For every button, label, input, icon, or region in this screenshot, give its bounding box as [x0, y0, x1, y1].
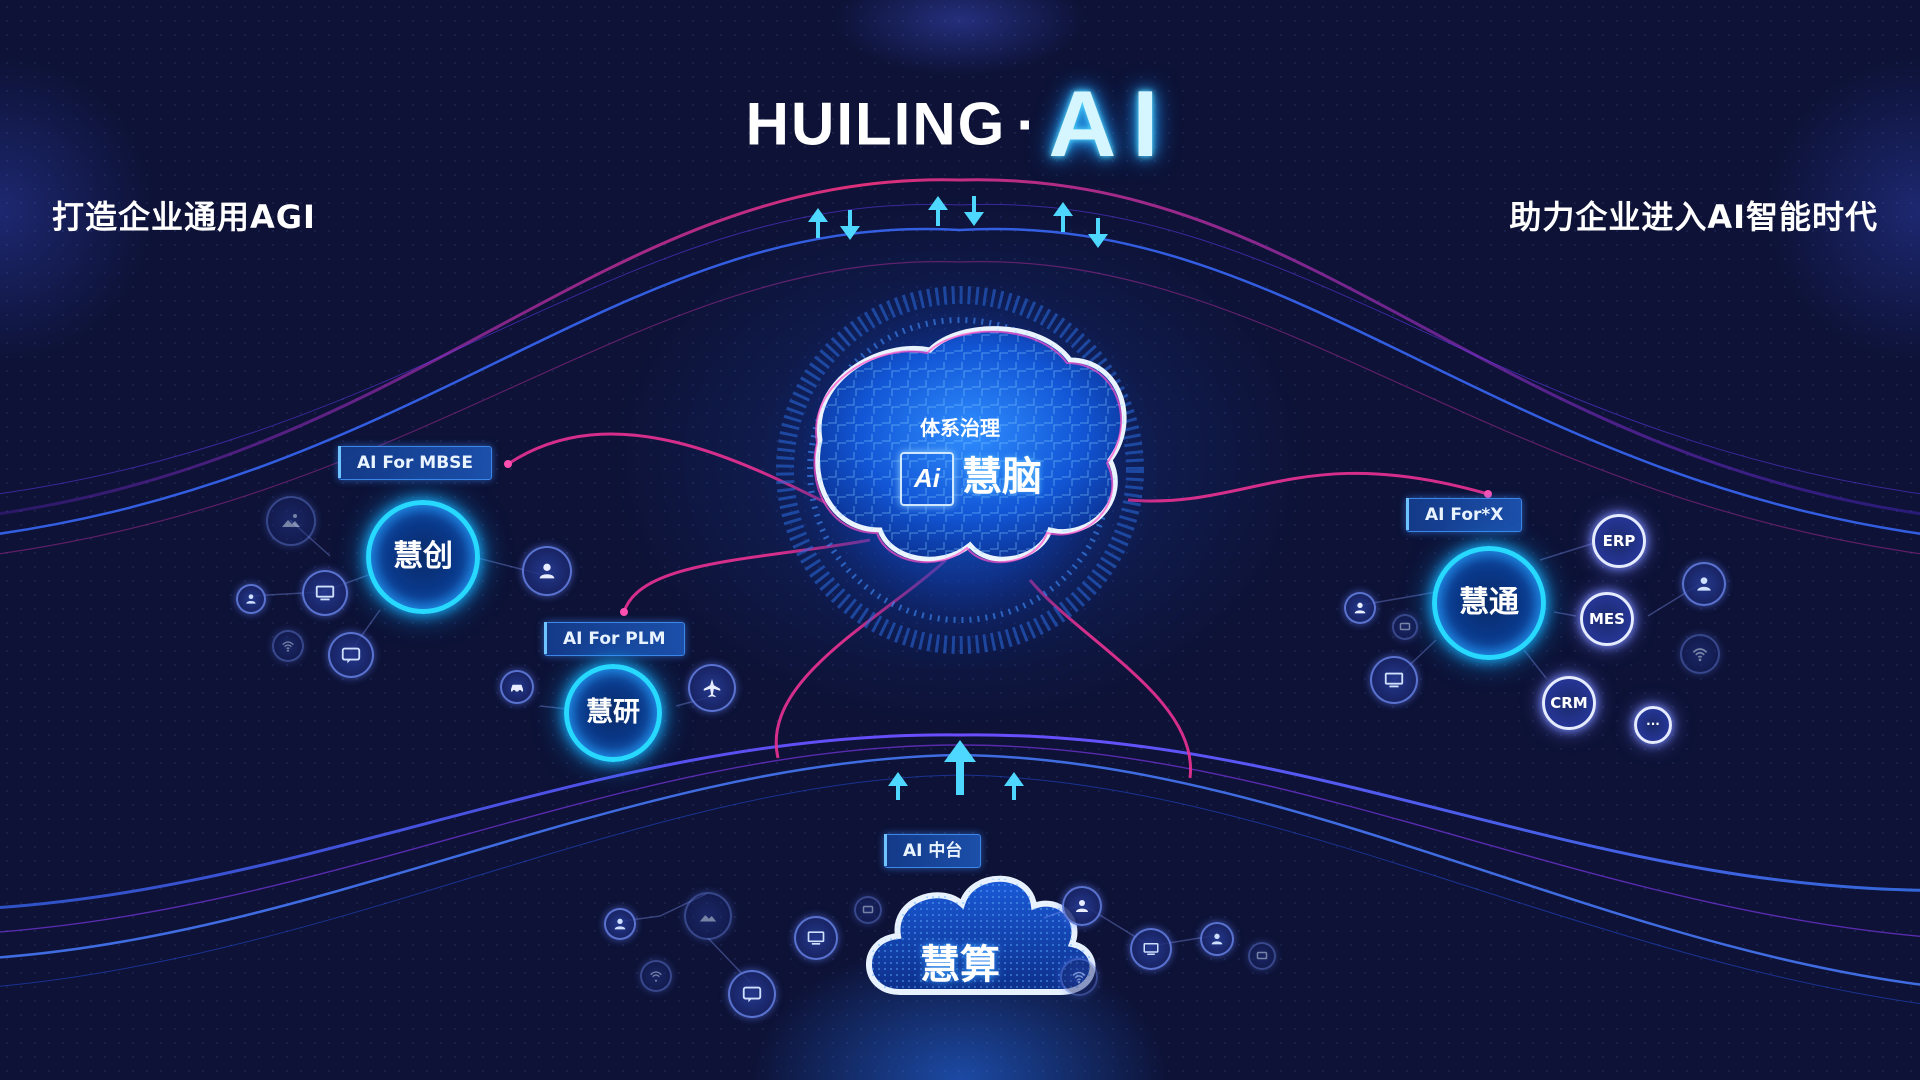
- satellite-crm[interactable]: CRM: [1542, 676, 1596, 730]
- user-icon: [1062, 886, 1102, 926]
- tag-ai-for-plm: AI For PLM: [544, 622, 685, 656]
- wifi-icon: [1060, 958, 1098, 996]
- car-icon: [500, 670, 534, 704]
- node-huitong[interactable]: 慧通: [1432, 546, 1546, 660]
- plane-icon: [688, 664, 736, 712]
- arrow-down-icon: [840, 210, 860, 240]
- chat-icon: [328, 632, 374, 678]
- user-icon: [522, 546, 572, 596]
- page-title: HUILING·AI: [0, 70, 1920, 178]
- satellite-erp[interactable]: ERP: [1592, 514, 1646, 568]
- arrow-up-icon: [928, 196, 948, 226]
- user-icon: [1682, 562, 1726, 606]
- monitor-icon: [1370, 656, 1418, 704]
- tag-ai-for-x: AI For*X: [1406, 498, 1523, 532]
- user-icon: [1200, 922, 1234, 956]
- chat-icon: [1248, 942, 1276, 970]
- user-icon: [236, 584, 266, 614]
- brain-name: 慧脑: [962, 454, 1042, 500]
- slogan-left: 打造企业通用AGI: [52, 198, 316, 236]
- image-icon: [684, 892, 732, 940]
- node-huisuan[interactable]: 慧算: [920, 942, 1000, 988]
- arrow-up-icon: [808, 208, 828, 238]
- arrow-up-icon: [1004, 772, 1024, 800]
- tag-ai-platform: AI 中台: [884, 834, 982, 868]
- monitor-icon: [794, 916, 838, 960]
- tag-ai-for-mbse: AI For MBSE: [338, 446, 493, 480]
- title-brand: HUILING: [745, 90, 1007, 158]
- title-ai: AI: [1048, 71, 1175, 176]
- satellite-mes[interactable]: MES: [1580, 592, 1634, 646]
- chat-icon: [728, 970, 776, 1018]
- user-icon: [1344, 592, 1376, 624]
- connection-dot: [620, 608, 628, 616]
- monitor-icon: [302, 570, 348, 616]
- chat-icon: [1392, 614, 1418, 640]
- node-huiyan[interactable]: 慧研: [564, 664, 662, 762]
- bottom-arrows: [888, 740, 1024, 800]
- top-arrows: [808, 196, 1108, 248]
- arrow-up-icon: [944, 740, 976, 795]
- monitor-icon: [1130, 928, 1172, 970]
- brain-icon: [760, 270, 1160, 670]
- connection-dot: [504, 460, 512, 468]
- arrow-down-icon: [964, 196, 984, 226]
- wifi-icon: [1680, 634, 1720, 674]
- title-separator: ·: [1016, 90, 1039, 158]
- wifi-icon: [272, 630, 304, 662]
- arrow-up-icon: [1053, 202, 1073, 232]
- ai-badge: Ai: [900, 452, 954, 506]
- arrow-up-icon: [888, 772, 908, 800]
- chat-icon: [854, 896, 882, 924]
- arrow-down-icon: [1088, 218, 1108, 248]
- wifi-icon: [640, 960, 672, 992]
- cloud-icon: [866, 875, 1096, 995]
- user-icon: [604, 908, 636, 940]
- brain-title: Ai 慧脑: [900, 452, 1120, 508]
- satellite-more[interactable]: ···: [1634, 706, 1672, 744]
- brain-subtitle: 体系治理: [920, 416, 1000, 440]
- node-huichuang[interactable]: 慧创: [366, 500, 480, 614]
- slogan-right: 助力企业进入AI智能时代: [1509, 198, 1878, 236]
- image-icon: [266, 496, 316, 546]
- connection-dot: [1484, 490, 1492, 498]
